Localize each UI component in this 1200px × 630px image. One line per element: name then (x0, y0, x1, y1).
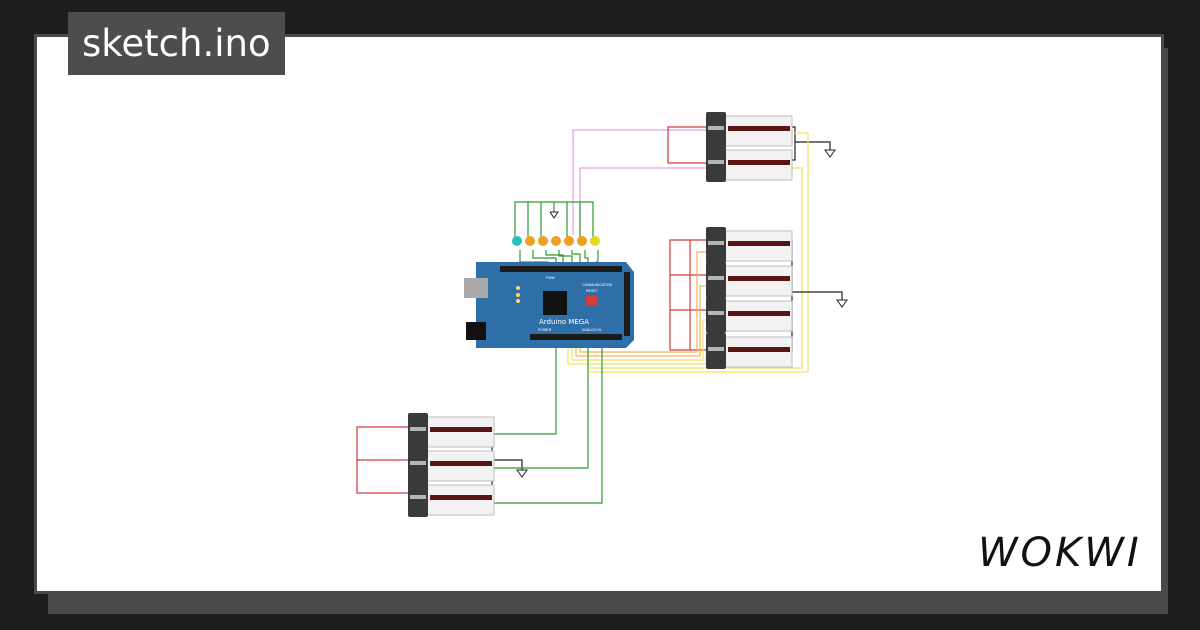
slider-pot-top-1[interactable] (705, 111, 793, 149)
ground-symbols (516, 149, 848, 478)
led-orange-5[interactable] (577, 236, 587, 246)
led-orange-2[interactable] (538, 236, 548, 246)
led-cyan[interactable] (512, 236, 522, 246)
usb-port (464, 278, 488, 298)
sketch-title: sketch.ino (68, 12, 285, 75)
led-row[interactable] (512, 236, 600, 246)
reset-button[interactable] (586, 296, 598, 306)
led-orange-1[interactable] (525, 236, 535, 246)
led-yellow[interactable] (590, 236, 600, 246)
led-orange-4[interactable] (564, 236, 574, 246)
wokwi-logo: WOKWI (978, 530, 1142, 576)
slider-pot-bottom-2[interactable] (407, 446, 495, 484)
silk-communication: COMMUNICATION (582, 283, 613, 287)
silk-power: POWER (538, 328, 552, 332)
slider-pot-mid-4[interactable] (705, 332, 793, 370)
slider-pot-mid-3[interactable] (705, 296, 793, 334)
ground-symbol-leds (549, 211, 559, 219)
wires-middle-group (567, 239, 843, 365)
slider-pot-top-2[interactable] (705, 145, 793, 183)
slider-pot-bottom-1[interactable] (407, 412, 495, 450)
power-jack (466, 322, 486, 340)
silk-pwm: PWM (546, 276, 555, 280)
brand-name: WOKWI (978, 530, 1142, 576)
arduino-mega-board[interactable]: Arduino MEGA PWM COMMUNICATION RESET POW… (464, 262, 634, 348)
mcu-chip (543, 291, 567, 315)
silk-reset: RESET (586, 289, 599, 293)
slider-pot-mid-2[interactable] (705, 261, 793, 299)
slider-pot-bottom-3[interactable] (407, 480, 495, 518)
board-label: Arduino MEGA (539, 318, 589, 326)
silk-analog: ANALOG IN (582, 328, 602, 332)
led-orange-3[interactable] (551, 236, 561, 246)
slider-pot-mid-1[interactable] (705, 226, 793, 264)
